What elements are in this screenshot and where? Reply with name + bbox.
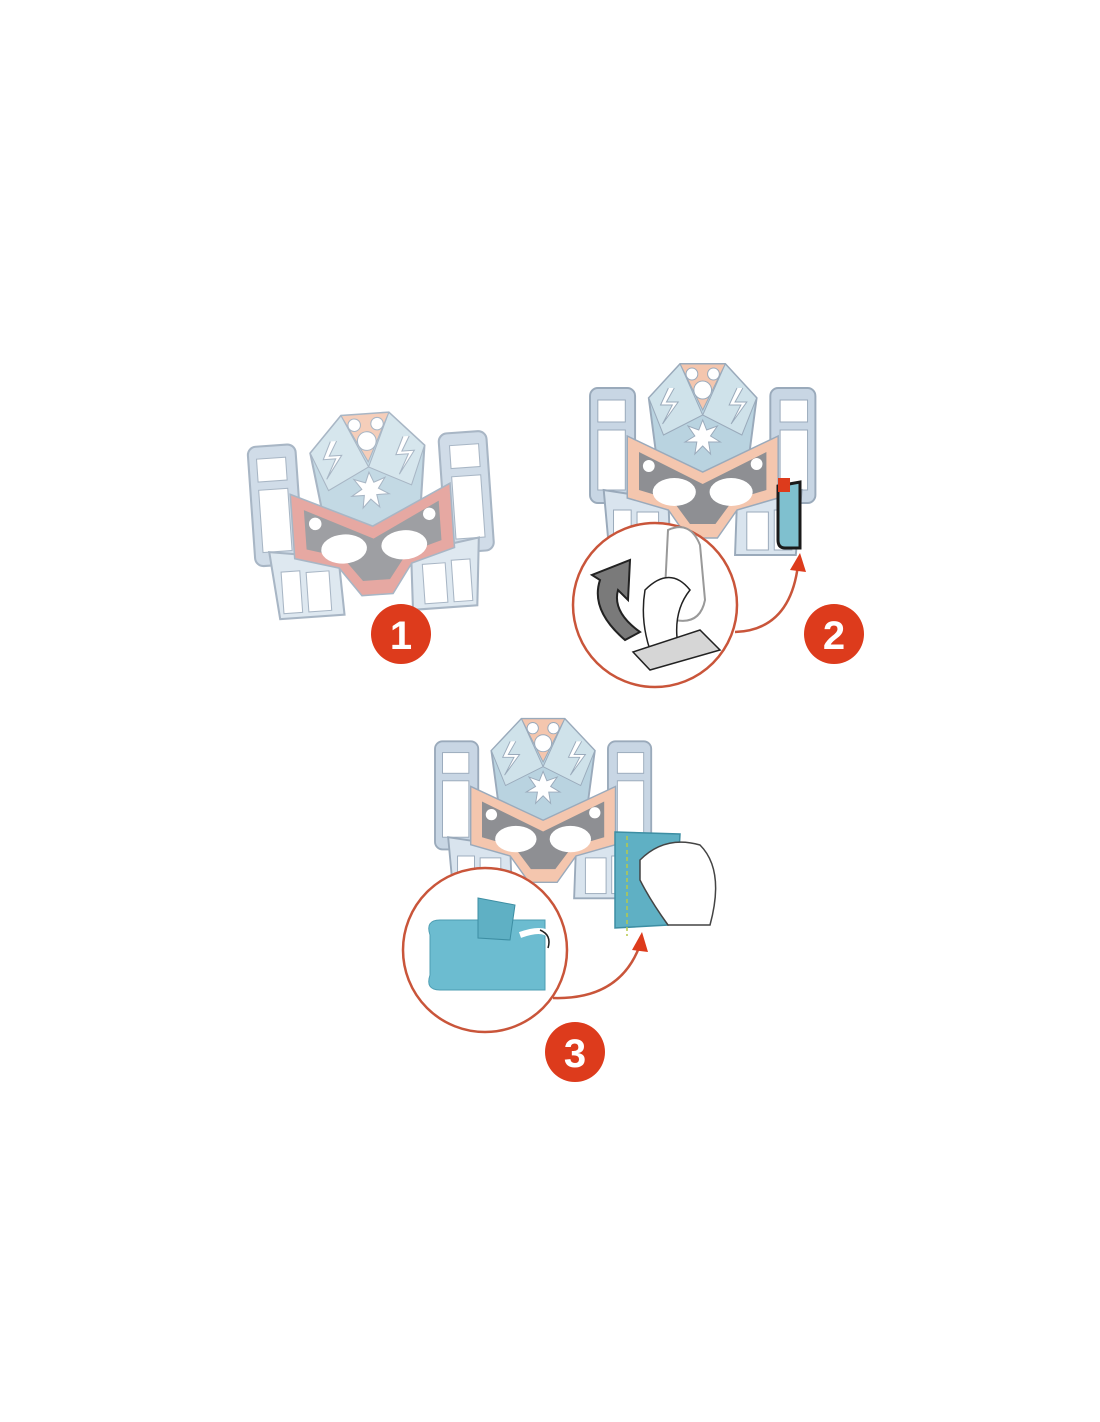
step-1-mask-illustration [244, 404, 500, 622]
step-3-number: 3 [564, 1032, 586, 1076]
glitter-sheet-icon [428, 919, 546, 991]
step-3-badge: 3 [545, 1022, 605, 1082]
highlighted-sticker-slot [776, 480, 802, 550]
peeled-sticker-icon [642, 576, 691, 656]
curl-arrow-icon [539, 929, 550, 949]
step-2-mask-illustration [589, 363, 817, 556]
callout-arrow [552, 944, 642, 1000]
hand-icon [639, 841, 717, 926]
step-3-apply-callout [401, 866, 648, 1034]
sticker-backing-icon [631, 629, 722, 671]
step-2-badge: 2 [804, 604, 864, 664]
peel-arrow-icon [589, 558, 642, 642]
step-2-peel-callout [571, 521, 806, 689]
callout-arrow [734, 564, 800, 634]
step-3-hand-with-glitter-sticker [614, 831, 717, 936]
step-1-number: 1 [390, 614, 412, 658]
step-2-number: 2 [823, 614, 845, 658]
step-1-badge: 1 [371, 604, 431, 664]
